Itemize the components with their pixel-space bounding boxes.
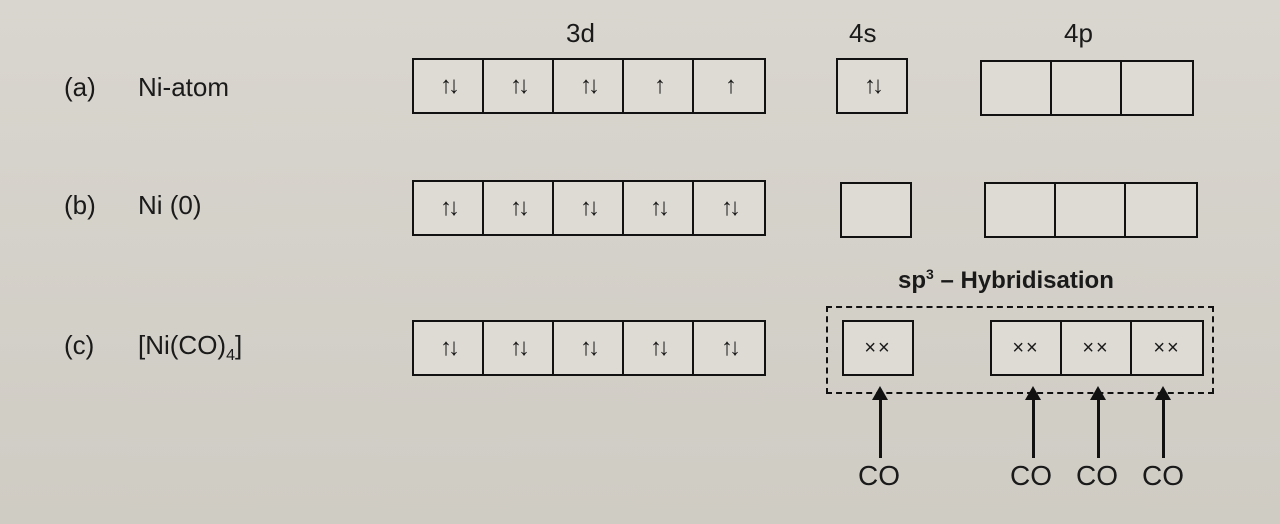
species-name: Ni-atom	[138, 72, 230, 102]
orbital-box	[986, 184, 1056, 236]
orbitals-3d-a: ↑↓ ↑↓ ↑↓ ↑ ↑	[412, 58, 766, 114]
orbital-box: ↑↓	[554, 182, 624, 234]
orbitals-4p-a	[980, 60, 1194, 116]
hybrid-prefix: sp	[898, 267, 927, 294]
arrow-up-icon	[1155, 386, 1171, 458]
hybrid-superscript: 3	[926, 266, 934, 282]
orbitals-3d-c: ↑↓ ↑↓ ↑↓ ↑↓ ↑↓	[412, 320, 766, 376]
orbital-box: ↑↓	[484, 182, 554, 234]
ligand-label: CO	[1142, 460, 1184, 491]
row-label-b: (b) Ni (0)	[64, 190, 202, 221]
species-close: ]	[235, 330, 243, 360]
arrow-up-icon	[1025, 386, 1041, 458]
orbital-box	[842, 184, 910, 236]
row-index: (c)	[64, 330, 95, 360]
orbital-box	[1056, 184, 1126, 236]
orbitals-4s-b	[840, 182, 912, 238]
orbitals-4p-b	[984, 182, 1198, 238]
header-4p: 4p	[1064, 18, 1093, 48]
row-index: (a)	[64, 72, 96, 102]
orbital-box	[1122, 62, 1192, 114]
orbital-box: ↑↓	[721, 334, 741, 361]
orbital-box: ↑↓	[414, 322, 484, 374]
orbital-box: ↑	[725, 72, 737, 99]
orbital-box: ↑↓	[414, 60, 484, 112]
orbital-box	[1052, 62, 1122, 114]
orbital-box: ↑	[624, 60, 694, 112]
arrow-up-icon	[872, 386, 888, 458]
hybrid-orbitals-frame	[826, 306, 1214, 394]
row-index: (b)	[64, 190, 96, 220]
header-3d: 3d	[566, 18, 595, 48]
hybrid-suffix: – Hybridisation	[933, 267, 1114, 294]
orbital-box: ↑↓	[554, 60, 624, 112]
ligand-label: CO	[1076, 460, 1118, 491]
orbital-box	[1126, 184, 1196, 236]
orbital-box: ↑↓	[864, 72, 884, 99]
orbital-box: ↑↓	[484, 322, 554, 374]
orbitals-4s-c: ××	[842, 320, 914, 376]
orbital-box: ××	[864, 336, 892, 359]
orbital-box: ↑↓	[721, 194, 741, 221]
orbitals-4p-c: ×× ×× ××	[990, 320, 1204, 376]
orbital-box: ↑↓	[554, 322, 624, 374]
ligand-label: CO	[858, 460, 900, 491]
species-name: [Ni(CO)	[138, 330, 227, 360]
row-label-a: (a) Ni-atom	[64, 72, 229, 103]
orbital-box: ××	[992, 322, 1062, 374]
orbital-box: ↑↓	[414, 182, 484, 234]
orbital-box: ↑↓	[484, 60, 554, 112]
orbital-box: ××	[1153, 336, 1181, 359]
orbital-box: ××	[1062, 322, 1132, 374]
orbital-box: ↑↓	[624, 322, 694, 374]
hybridisation-title: sp3 – Hybridisation	[898, 266, 1114, 295]
orbitals-3d-b: ↑↓ ↑↓ ↑↓ ↑↓ ↑↓	[412, 180, 766, 236]
ligand-label: CO	[1010, 460, 1052, 491]
orbital-box: ↑↓	[624, 182, 694, 234]
arrow-up-icon	[1090, 386, 1106, 458]
species-subscript: 4	[226, 347, 235, 365]
orbital-box	[982, 62, 1052, 114]
row-label-c: (c) [Ni(CO)4]	[64, 330, 242, 365]
species-name: Ni (0)	[138, 190, 202, 220]
orbitals-4s-a: ↑↓	[836, 58, 908, 114]
header-4s: 4s	[849, 18, 877, 48]
